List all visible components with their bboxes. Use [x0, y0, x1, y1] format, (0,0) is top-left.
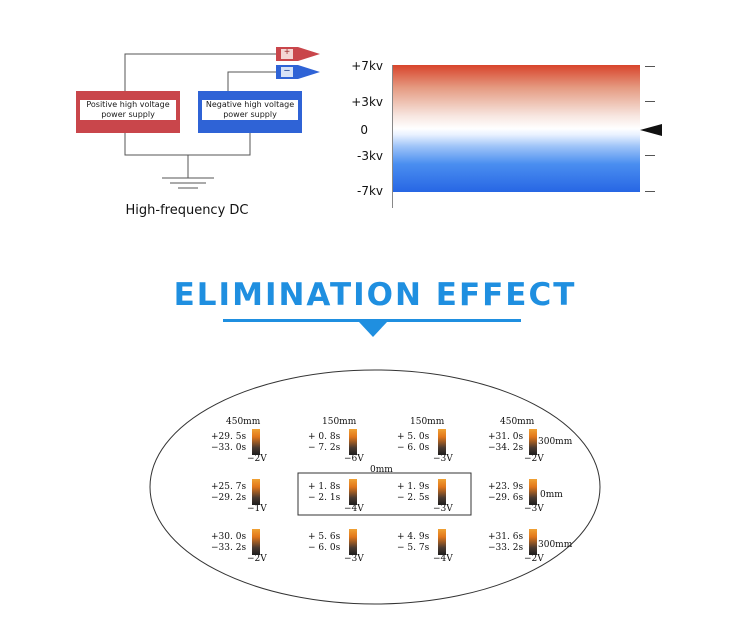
scale-tick	[645, 66, 655, 67]
zero-pointer-icon	[640, 124, 662, 136]
sensor-bar-icon	[529, 529, 537, 555]
residual-voltage: −2V	[524, 454, 544, 464]
scale-label-minus7: -7kv	[356, 184, 383, 198]
residual-voltage: −4V	[344, 504, 364, 514]
sensor-bar-icon	[529, 479, 537, 505]
residual-voltage: −3V	[344, 554, 364, 564]
positive-electrode	[276, 47, 320, 61]
sensor-bar-icon	[438, 429, 446, 455]
minus-decay-time: −33. 0s	[211, 443, 247, 453]
positive-label-line2: power supply	[101, 110, 155, 119]
residual-voltage: −2V	[247, 554, 267, 564]
plus-decay-time: +23. 9s	[488, 482, 524, 492]
negative-label-line1: Negative high voltage	[205, 100, 295, 109]
scale-label-plus3: +3kv	[351, 95, 383, 109]
sensor-bar-icon	[438, 529, 446, 555]
residual-voltage: −2V	[524, 554, 544, 564]
distance-label: 450mm	[226, 417, 261, 427]
minus-decay-time: − 2. 1s	[308, 493, 341, 503]
negative-electrode	[276, 65, 320, 79]
distance-label: 150mm	[322, 417, 357, 427]
distance-label: 450mm	[500, 417, 535, 427]
center-distance-label: 0mm	[370, 465, 393, 475]
plus-decay-time: + 1. 8s	[308, 482, 341, 492]
positive-supply-label: Positive high voltage power supply	[80, 100, 176, 120]
sensor-bar-icon	[252, 429, 260, 455]
negative-label-line2: power supply	[223, 110, 277, 119]
residual-voltage: −2V	[247, 454, 267, 464]
residual-voltage: −4V	[433, 554, 453, 564]
circuit-caption: High-frequency DC	[125, 203, 249, 218]
title-underline	[223, 319, 521, 322]
plus-decay-time: + 5. 6s	[308, 532, 341, 542]
sensor-bar-icon	[349, 529, 357, 555]
voltage-gradient	[392, 65, 640, 192]
circuit-wires	[124, 53, 276, 178]
minus-decay-time: −29. 6s	[488, 493, 524, 503]
minus-decay-time: − 7. 2s	[308, 443, 341, 453]
plus-decay-time: +30. 0s	[211, 532, 247, 542]
minus-decay-time: − 2. 5s	[397, 493, 430, 503]
minus-symbol: −	[283, 65, 291, 77]
minus-decay-time: −33. 2s	[488, 543, 524, 553]
sensor-bar-icon	[438, 479, 446, 505]
sensor-bar-icon	[252, 479, 260, 505]
scale-label-minus3: -3kv	[356, 149, 383, 163]
plus-decay-time: +29. 5s	[211, 432, 247, 442]
residual-voltage: −3V	[433, 504, 453, 514]
scale-tick	[645, 191, 655, 192]
negative-supply-label: Negative high voltage power supply	[202, 100, 298, 120]
plus-decay-time: +31. 0s	[488, 432, 524, 442]
plus-decay-time: + 5. 0s	[397, 432, 430, 442]
minus-decay-time: − 5. 7s	[397, 543, 430, 553]
sensor-bar-icon	[349, 429, 357, 455]
minus-decay-time: −34. 2s	[488, 443, 524, 453]
scale-tick	[645, 155, 655, 156]
minus-decay-time: − 6. 0s	[308, 543, 341, 553]
scale-label-plus7: +7kv	[351, 59, 383, 73]
minus-decay-time: − 6. 0s	[397, 443, 430, 453]
scale-tick	[645, 101, 655, 102]
side-distance-label: 300mm	[538, 540, 573, 550]
ground-symbol	[162, 177, 214, 189]
sensor-bar-icon	[252, 529, 260, 555]
residual-voltage: −1V	[247, 504, 267, 514]
plus-decay-time: +25. 7s	[211, 482, 247, 492]
minus-decay-time: −33. 2s	[211, 543, 247, 553]
plus-decay-time: + 1. 9s	[397, 482, 430, 492]
residual-voltage: −3V	[433, 454, 453, 464]
minus-decay-time: −29. 2s	[211, 493, 247, 503]
distance-label: 150mm	[410, 417, 445, 427]
plus-symbol: +	[284, 47, 290, 58]
side-distance-label: 0mm	[540, 490, 563, 500]
plus-decay-time: + 4. 9s	[397, 532, 430, 542]
plus-decay-time: + 0. 8s	[308, 432, 341, 442]
residual-voltage: −6V	[344, 454, 364, 464]
scale-axis-line	[392, 65, 393, 208]
positive-label-line1: Positive high voltage	[86, 100, 170, 109]
side-distance-label: 300mm	[538, 437, 573, 447]
sensor-bar-icon	[529, 429, 537, 455]
plus-decay-time: +31. 6s	[488, 532, 524, 542]
section-title: ELIMINATION EFFECT	[173, 277, 577, 313]
title-arrow-icon	[359, 322, 387, 337]
residual-voltage: −3V	[524, 504, 544, 514]
sensor-bar-icon	[349, 479, 357, 505]
scale-label-zero: 0	[360, 123, 368, 137]
